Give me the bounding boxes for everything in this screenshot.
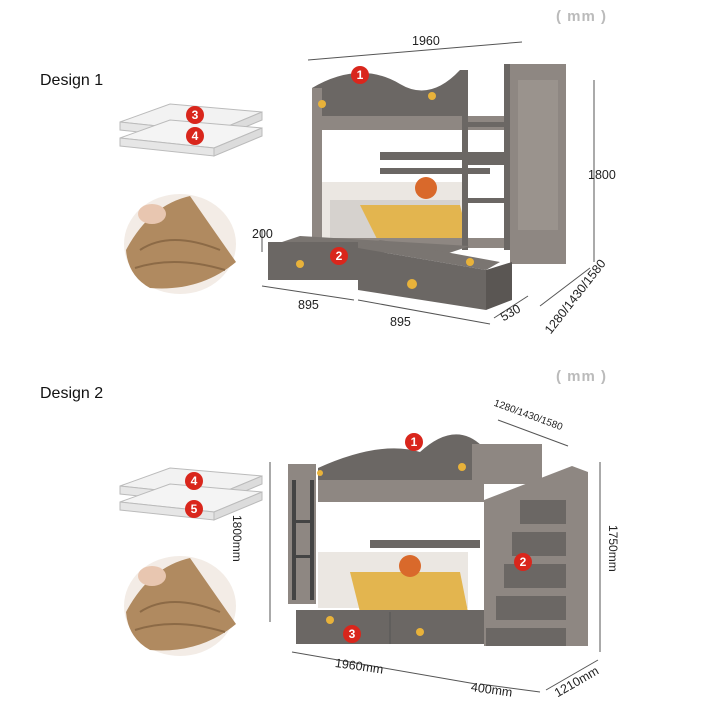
dim-drawer-height-label: 200 [252,227,273,241]
dim-height-left-label: 1800mm [230,515,244,562]
badge-5: 5 [185,500,203,518]
design2-title: Design 2 [40,385,104,402]
dim-height-label: 1800 [588,168,616,182]
badge-4: 4 [185,472,203,490]
dim-drawer-left-label: 895 [298,298,319,312]
badge-1: 1 [351,66,369,84]
dim-width-label: 1960mm [334,656,385,677]
dim-width-label: 1960 [412,34,440,48]
design2-unit-label: ( mm ) [556,368,607,385]
dim-bed-depth-label: 1280/1430/1580 [542,256,609,337]
badge-3: 3 [343,625,361,643]
badge-2: 2 [514,553,532,571]
dim-depth-label: 1210mm [552,663,602,701]
design1-unit-label: ( mm ) [556,8,607,25]
badge-4: 4 [186,127,204,145]
dim-drawer-right-label: 895 [390,315,411,329]
badge-2: 2 [330,247,348,265]
dim-drawer-depth-label: 530 [498,301,524,325]
badge-1: 1 [405,433,423,451]
dim-height-right-label: 1750mm [606,525,620,572]
dim-stair-width-label: 400mm [470,680,514,700]
badge-3: 3 [186,106,204,124]
design1-title: Design 1 [40,72,104,89]
dim-depth-top-label: 1280/1430/1580 [492,398,564,434]
